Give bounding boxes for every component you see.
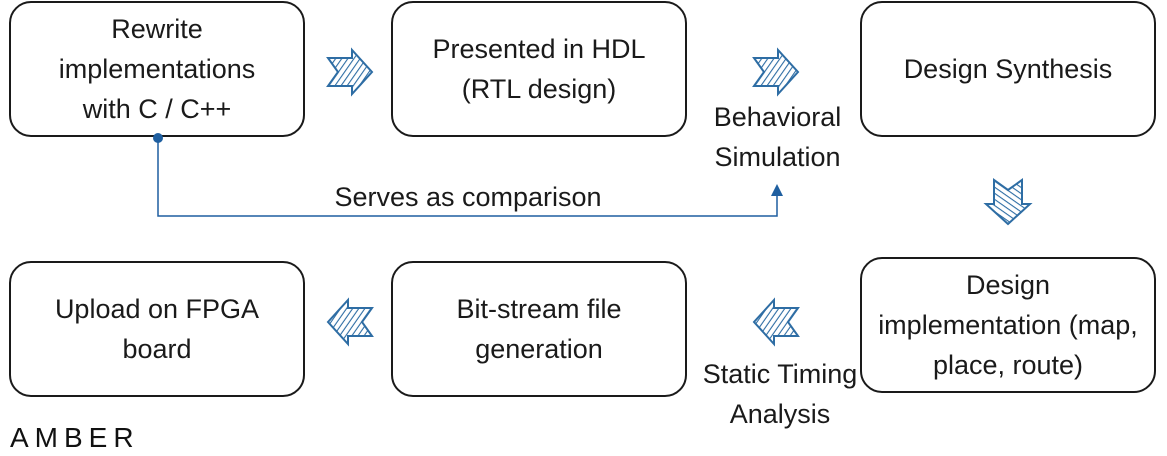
box-synthesis-text: Design Synthesis bbox=[903, 54, 1113, 84]
box-synthesis: Design Synthesis bbox=[860, 1, 1156, 137]
amber-logo: AMBER bbox=[10, 422, 140, 453]
box-implementation-text: Design implementation (map, place, route… bbox=[878, 270, 1138, 380]
label-serves-as-comparison: Serves as comparison bbox=[334, 182, 602, 212]
arrow-left-2-icon bbox=[326, 297, 374, 347]
box-bitstream: Bit-stream file generation bbox=[391, 261, 687, 397]
box-upload-text: Upload on FPGA board bbox=[54, 294, 260, 364]
box-bitstream-text: Bit-stream file generation bbox=[456, 294, 622, 364]
box-rewrite-c-text: Rewrite implementations with C / C++ bbox=[58, 14, 256, 124]
arrow-right-1-icon bbox=[326, 47, 374, 97]
box-hdl: Presented in HDL (RTL design) bbox=[391, 1, 687, 137]
box-implementation: Design implementation (map, place, route… bbox=[860, 257, 1156, 393]
arrow-down-icon bbox=[983, 178, 1033, 226]
box-hdl-text: Presented in HDL (RTL design) bbox=[432, 34, 646, 104]
label-static-timing-analysis: Static Timing Analysis bbox=[702, 359, 858, 429]
box-rewrite-c: Rewrite implementations with C / C++ bbox=[9, 1, 305, 137]
arrow-left-1-icon bbox=[752, 297, 800, 347]
label-behavioral-simulation: Behavioral Simulation bbox=[713, 102, 842, 172]
box-upload: Upload on FPGA board bbox=[9, 261, 305, 397]
arrow-right-2-icon bbox=[752, 47, 800, 97]
comparison-connector bbox=[153, 133, 783, 217]
